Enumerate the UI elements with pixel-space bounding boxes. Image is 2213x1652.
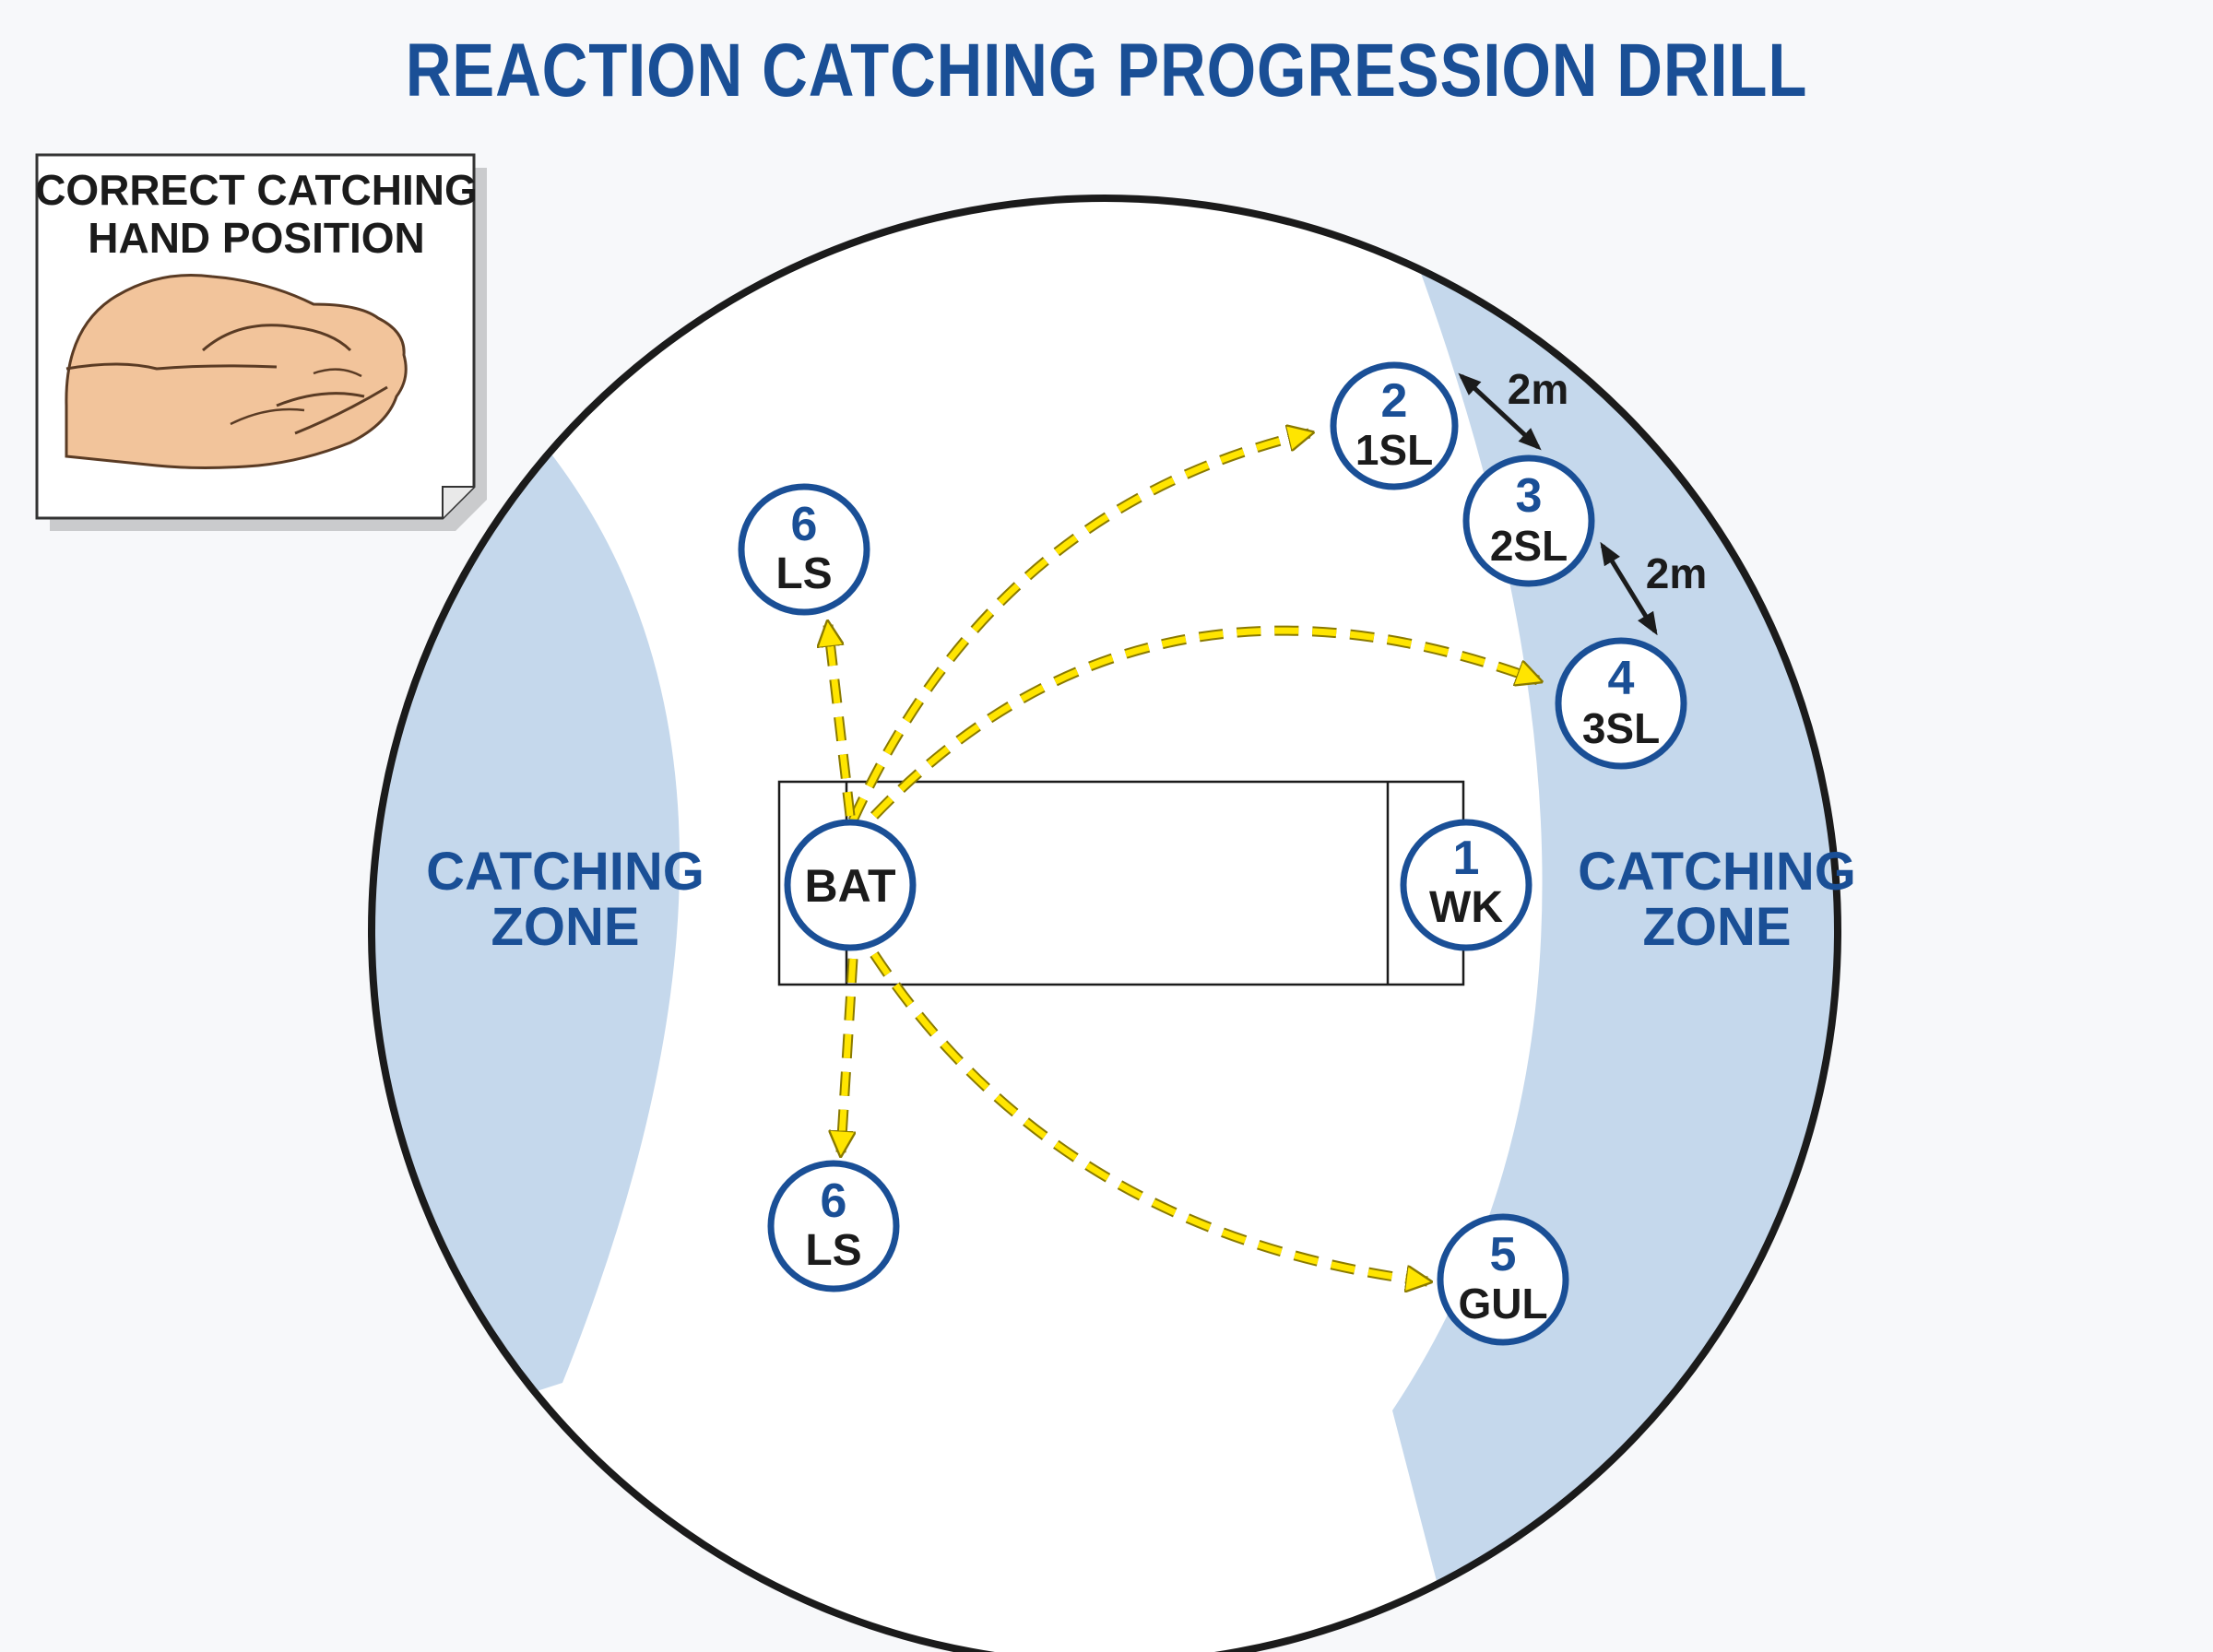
fielder-position: LS	[805, 1226, 861, 1275]
path-to-ls-top	[828, 625, 856, 817]
fielder-1sl: 2 1SL	[1330, 361, 1459, 490]
path-to-3sl	[870, 625, 1538, 820]
fielder-number: 1	[1453, 832, 1480, 885]
field-boundary	[368, 195, 1841, 1652]
distance-arrow-2sl-3sl	[1600, 541, 1658, 636]
fielder-3sl: 4 3SL	[1555, 637, 1687, 770]
fielder-position: 2SL	[1490, 522, 1568, 570]
fielder-number: 3	[1516, 469, 1543, 523]
path-to-ls-bottom	[841, 958, 858, 1152]
fielder-number: 2	[1381, 374, 1408, 428]
fielder-position: WK	[1429, 883, 1503, 932]
path-to-gul	[870, 950, 1427, 1281]
fielder-position: LS	[775, 549, 832, 598]
zone-right-label-line1: CATCHING	[1578, 842, 1856, 902]
zone-left-label-line1: CATCHING	[426, 842, 704, 902]
fielder-number: 6	[821, 1174, 847, 1228]
fielder-number: 4	[1608, 652, 1635, 705]
distance-label-1sl-2sl: 2m	[1508, 365, 1568, 413]
fielder-gul: 5 GUL	[1437, 1213, 1569, 1346]
fielder-position: GUL	[1458, 1280, 1547, 1328]
card-title-line2: HAND POSITION	[88, 214, 424, 262]
card-title-line1: CORRECT CATCHING	[35, 166, 478, 214]
fielder-position: 1SL	[1355, 426, 1433, 474]
fielder-ls-bottom: 6 LS	[767, 1160, 900, 1292]
batter-marker: BAT	[784, 819, 917, 951]
fielder-2sl: 3 2SL	[1462, 454, 1595, 587]
fielder-wk: 1 WK	[1400, 819, 1533, 951]
fielder-number: 6	[791, 498, 818, 551]
fielder-number: 5	[1490, 1228, 1517, 1281]
hand-position-card: CORRECT CATCHING HAND POSITION	[35, 153, 487, 531]
fielder-ls-top: 6 LS	[738, 483, 870, 616]
zone-left-label-line2: ZONE	[491, 897, 639, 957]
zone-right-label-line2: ZONE	[1642, 897, 1791, 957]
path-to-1sl	[847, 433, 1309, 823]
fielder-position: 3SL	[1582, 704, 1660, 752]
batter-label: BAT	[804, 860, 895, 912]
distance-label-2sl-3sl: 2m	[1646, 549, 1707, 597]
page-title: REACTION CATCHING PROGRESSION DRILL	[405, 29, 1808, 112]
cupped-hands-icon	[65, 273, 408, 469]
distance-arrow-1sl-2sl	[1458, 372, 1542, 451]
